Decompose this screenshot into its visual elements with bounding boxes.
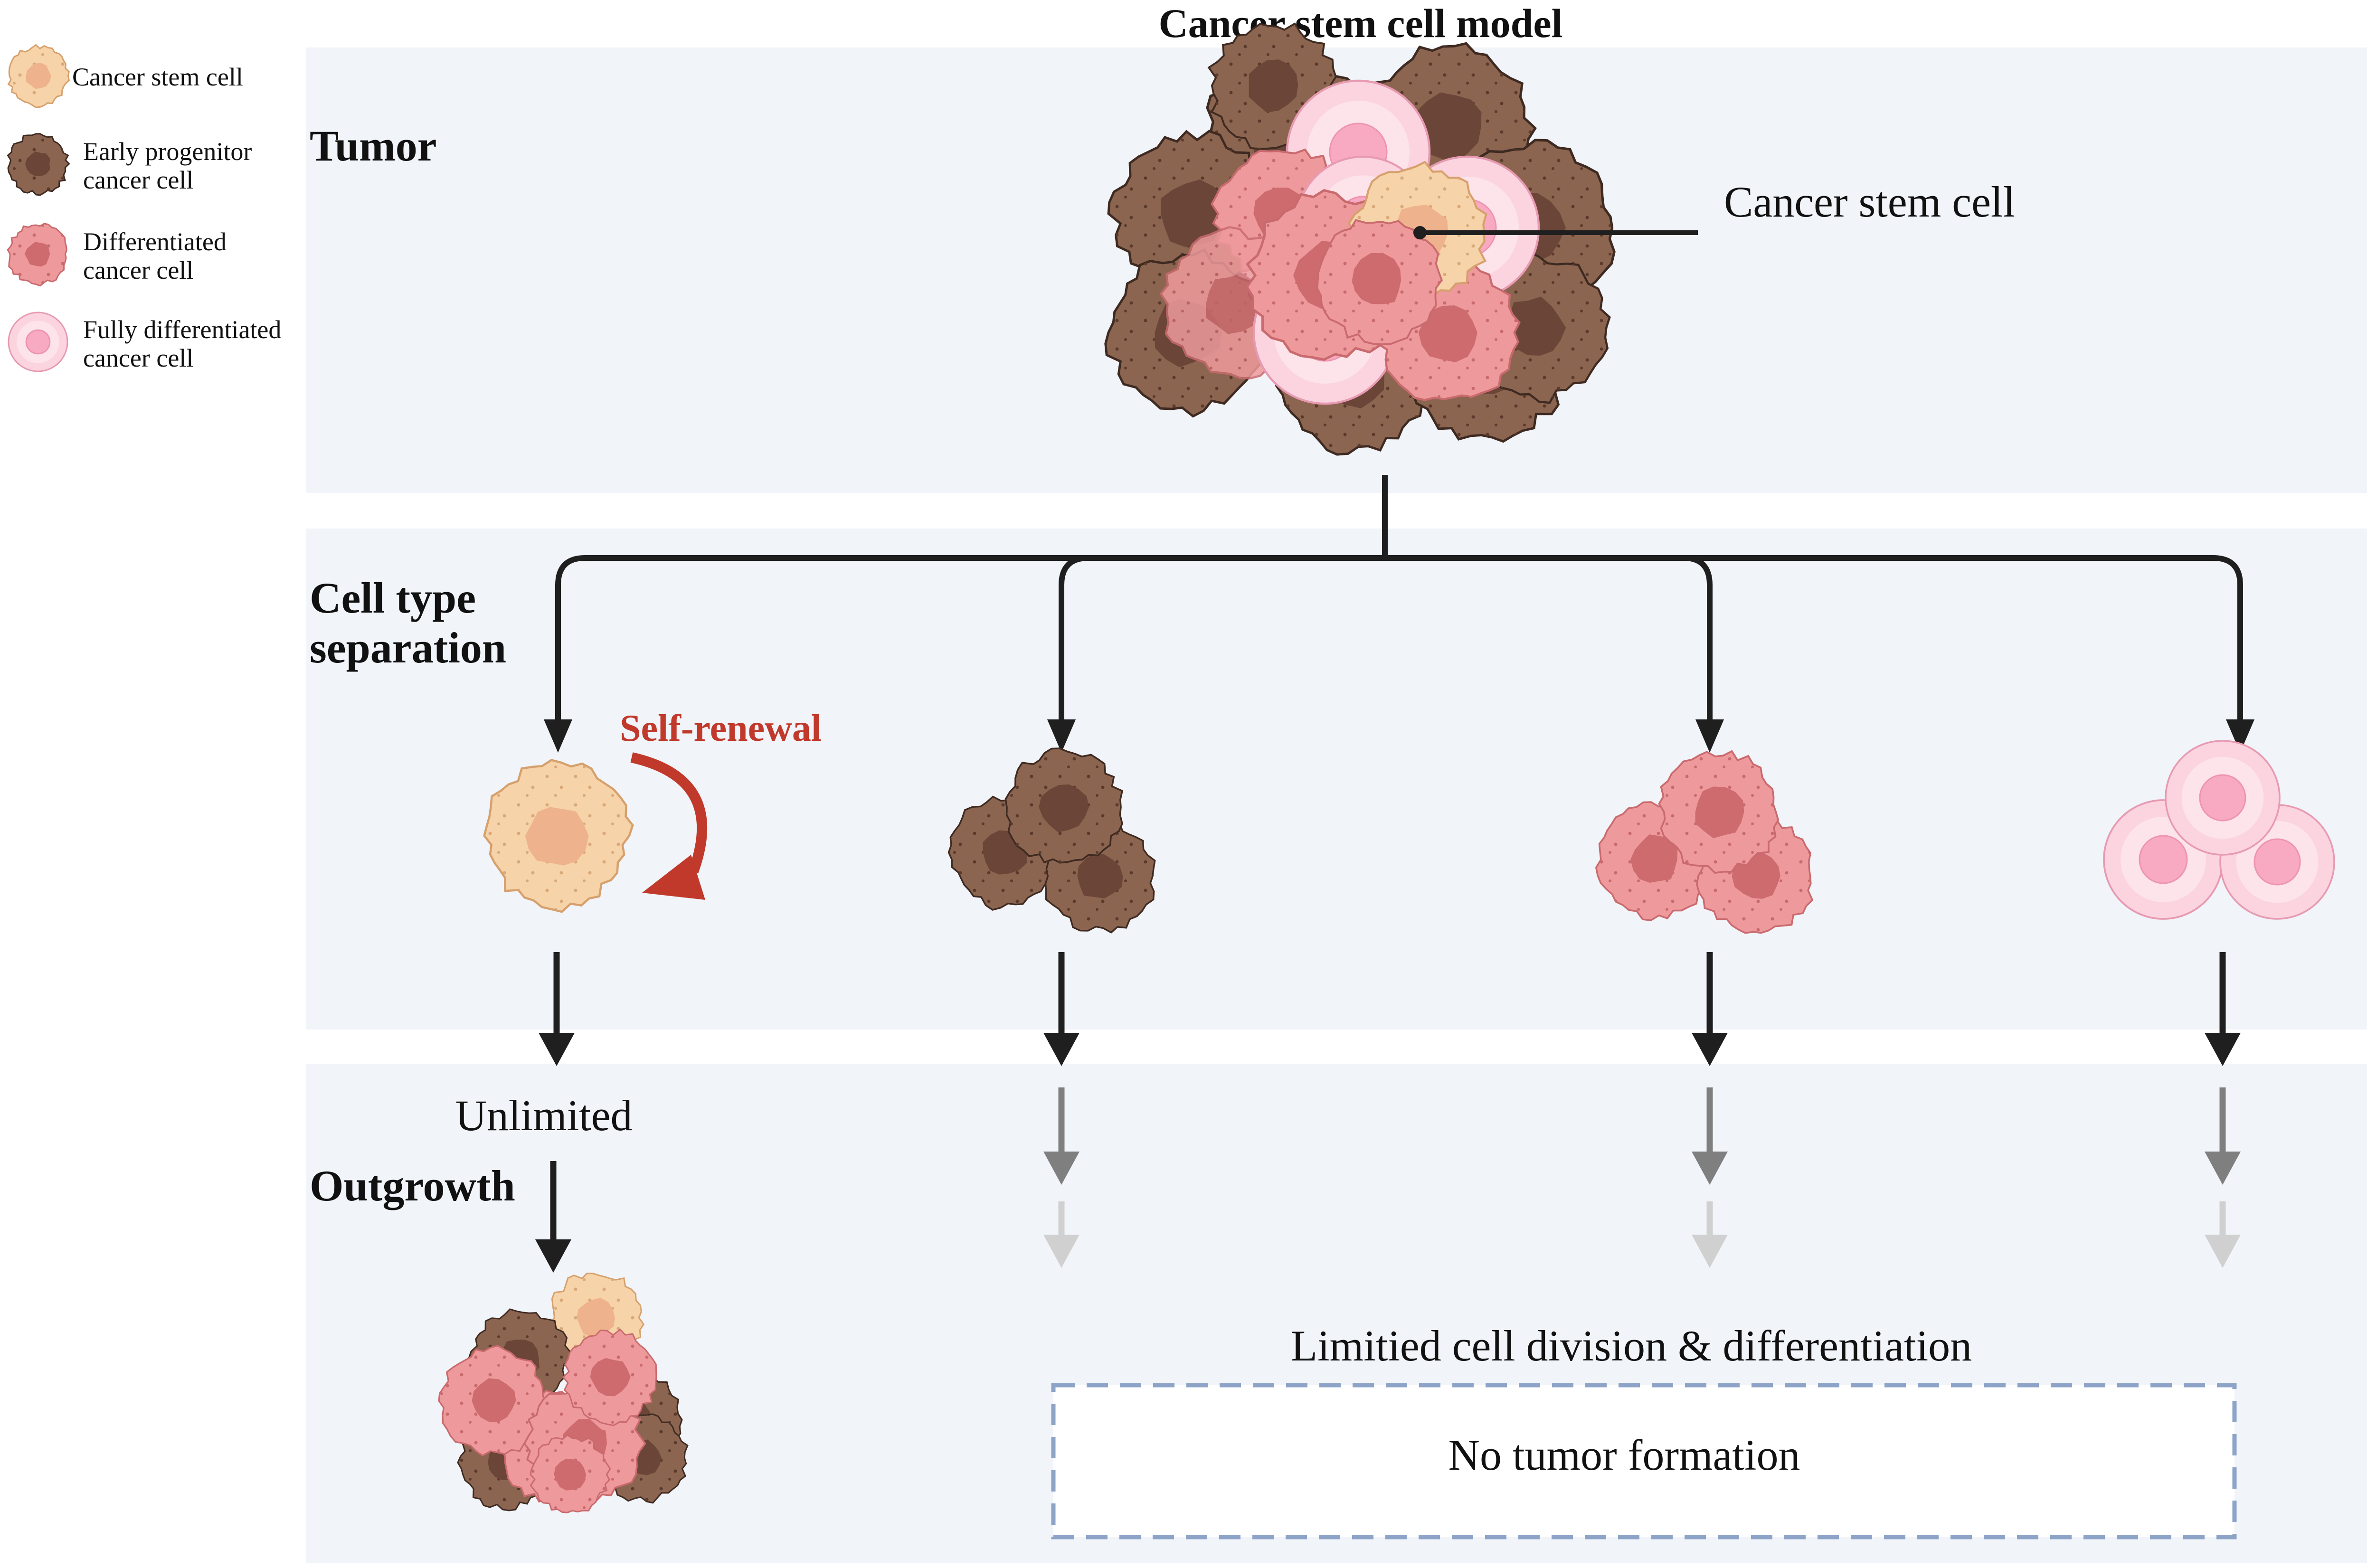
no-tumor-label: No tumor formation [1449,1431,1800,1479]
tree-connector [555,475,2243,727]
diagram-title: Cancer stem cell model [1159,0,1563,46]
down-arrow-col0 [539,952,575,1066]
separated-progenitor-cells [947,747,1156,934]
legend-swatch-progenitor [7,133,70,196]
down-arrow-mid-1 [1692,1087,1728,1185]
outgrowth-differentiated-cell-9 [530,1434,611,1513]
progenitor-cell-top [1004,747,1124,864]
self-renewal-arrow [630,752,708,873]
down-arrows [535,952,2241,1273]
full-cell-top [2165,740,2281,856]
stem-cell [483,759,634,913]
tumor-differentiated-cell-18 [1316,219,1443,346]
unlimited-label: Unlimited [455,1091,632,1140]
separation-label-line2: separation [310,623,506,672]
outgrowth-label: Outgrowth [310,1162,515,1210]
no-tumor-box [1051,1383,2237,1540]
legend-label-differentiated: Differentiated [83,227,227,256]
legend-label-progenitor: Early progenitor [83,137,252,166]
legend-swatch-differentiated [7,223,67,287]
outgrowth-tumor-cluster [438,1272,689,1513]
self-renewal-arrowhead [642,855,705,900]
differentiated-cell-top [1658,750,1780,874]
legend-label-differentiated: cancer cell [83,256,193,284]
down-arrow-mid-2 [2205,1087,2241,1185]
legend-label-progenitor: cancer cell [83,166,193,194]
legend-label-stem: Cancer stem cell [72,63,243,91]
branch-arrowheads [544,719,2254,753]
callout-label: Cancer stem cell [1724,178,2015,226]
separation-panel [306,529,2367,1030]
self-renewal-label: Self-renewal [620,708,822,749]
down-arrow-col1 [1043,952,1079,1066]
down-arrow-col3 [2205,952,2241,1066]
limited-label: Limitied cell division & differentiation [1291,1322,1972,1370]
down-arrow-light-2 [2205,1201,2241,1268]
down-arrow-mid-0 [1043,1087,1079,1185]
legend-swatch-stem [7,44,70,108]
down-arrow-unlimited [535,1161,571,1273]
tumor-label: Tumor [310,122,437,170]
separated-stem-cell [483,759,634,913]
separated-differentiated-cells [1595,750,1814,934]
legend-item-stem: Cancer stem cell [7,44,243,108]
legend-label-full: cancer cell [83,344,193,372]
separation-label-line1: Cell type [310,574,476,622]
down-arrow-col2 [1692,952,1728,1066]
outgrowth-differentiated-cell-8 [562,1328,657,1426]
down-arrow-light-1 [1692,1201,1728,1268]
legend-swatch-full [8,312,68,372]
outgrowth-differentiated-cell-6 [438,1345,547,1457]
legend-label-full: Fully differentiated [83,315,281,344]
down-arrow-light-0 [1043,1201,1079,1268]
separated-fully-differentiated-cells [2103,740,2335,920]
